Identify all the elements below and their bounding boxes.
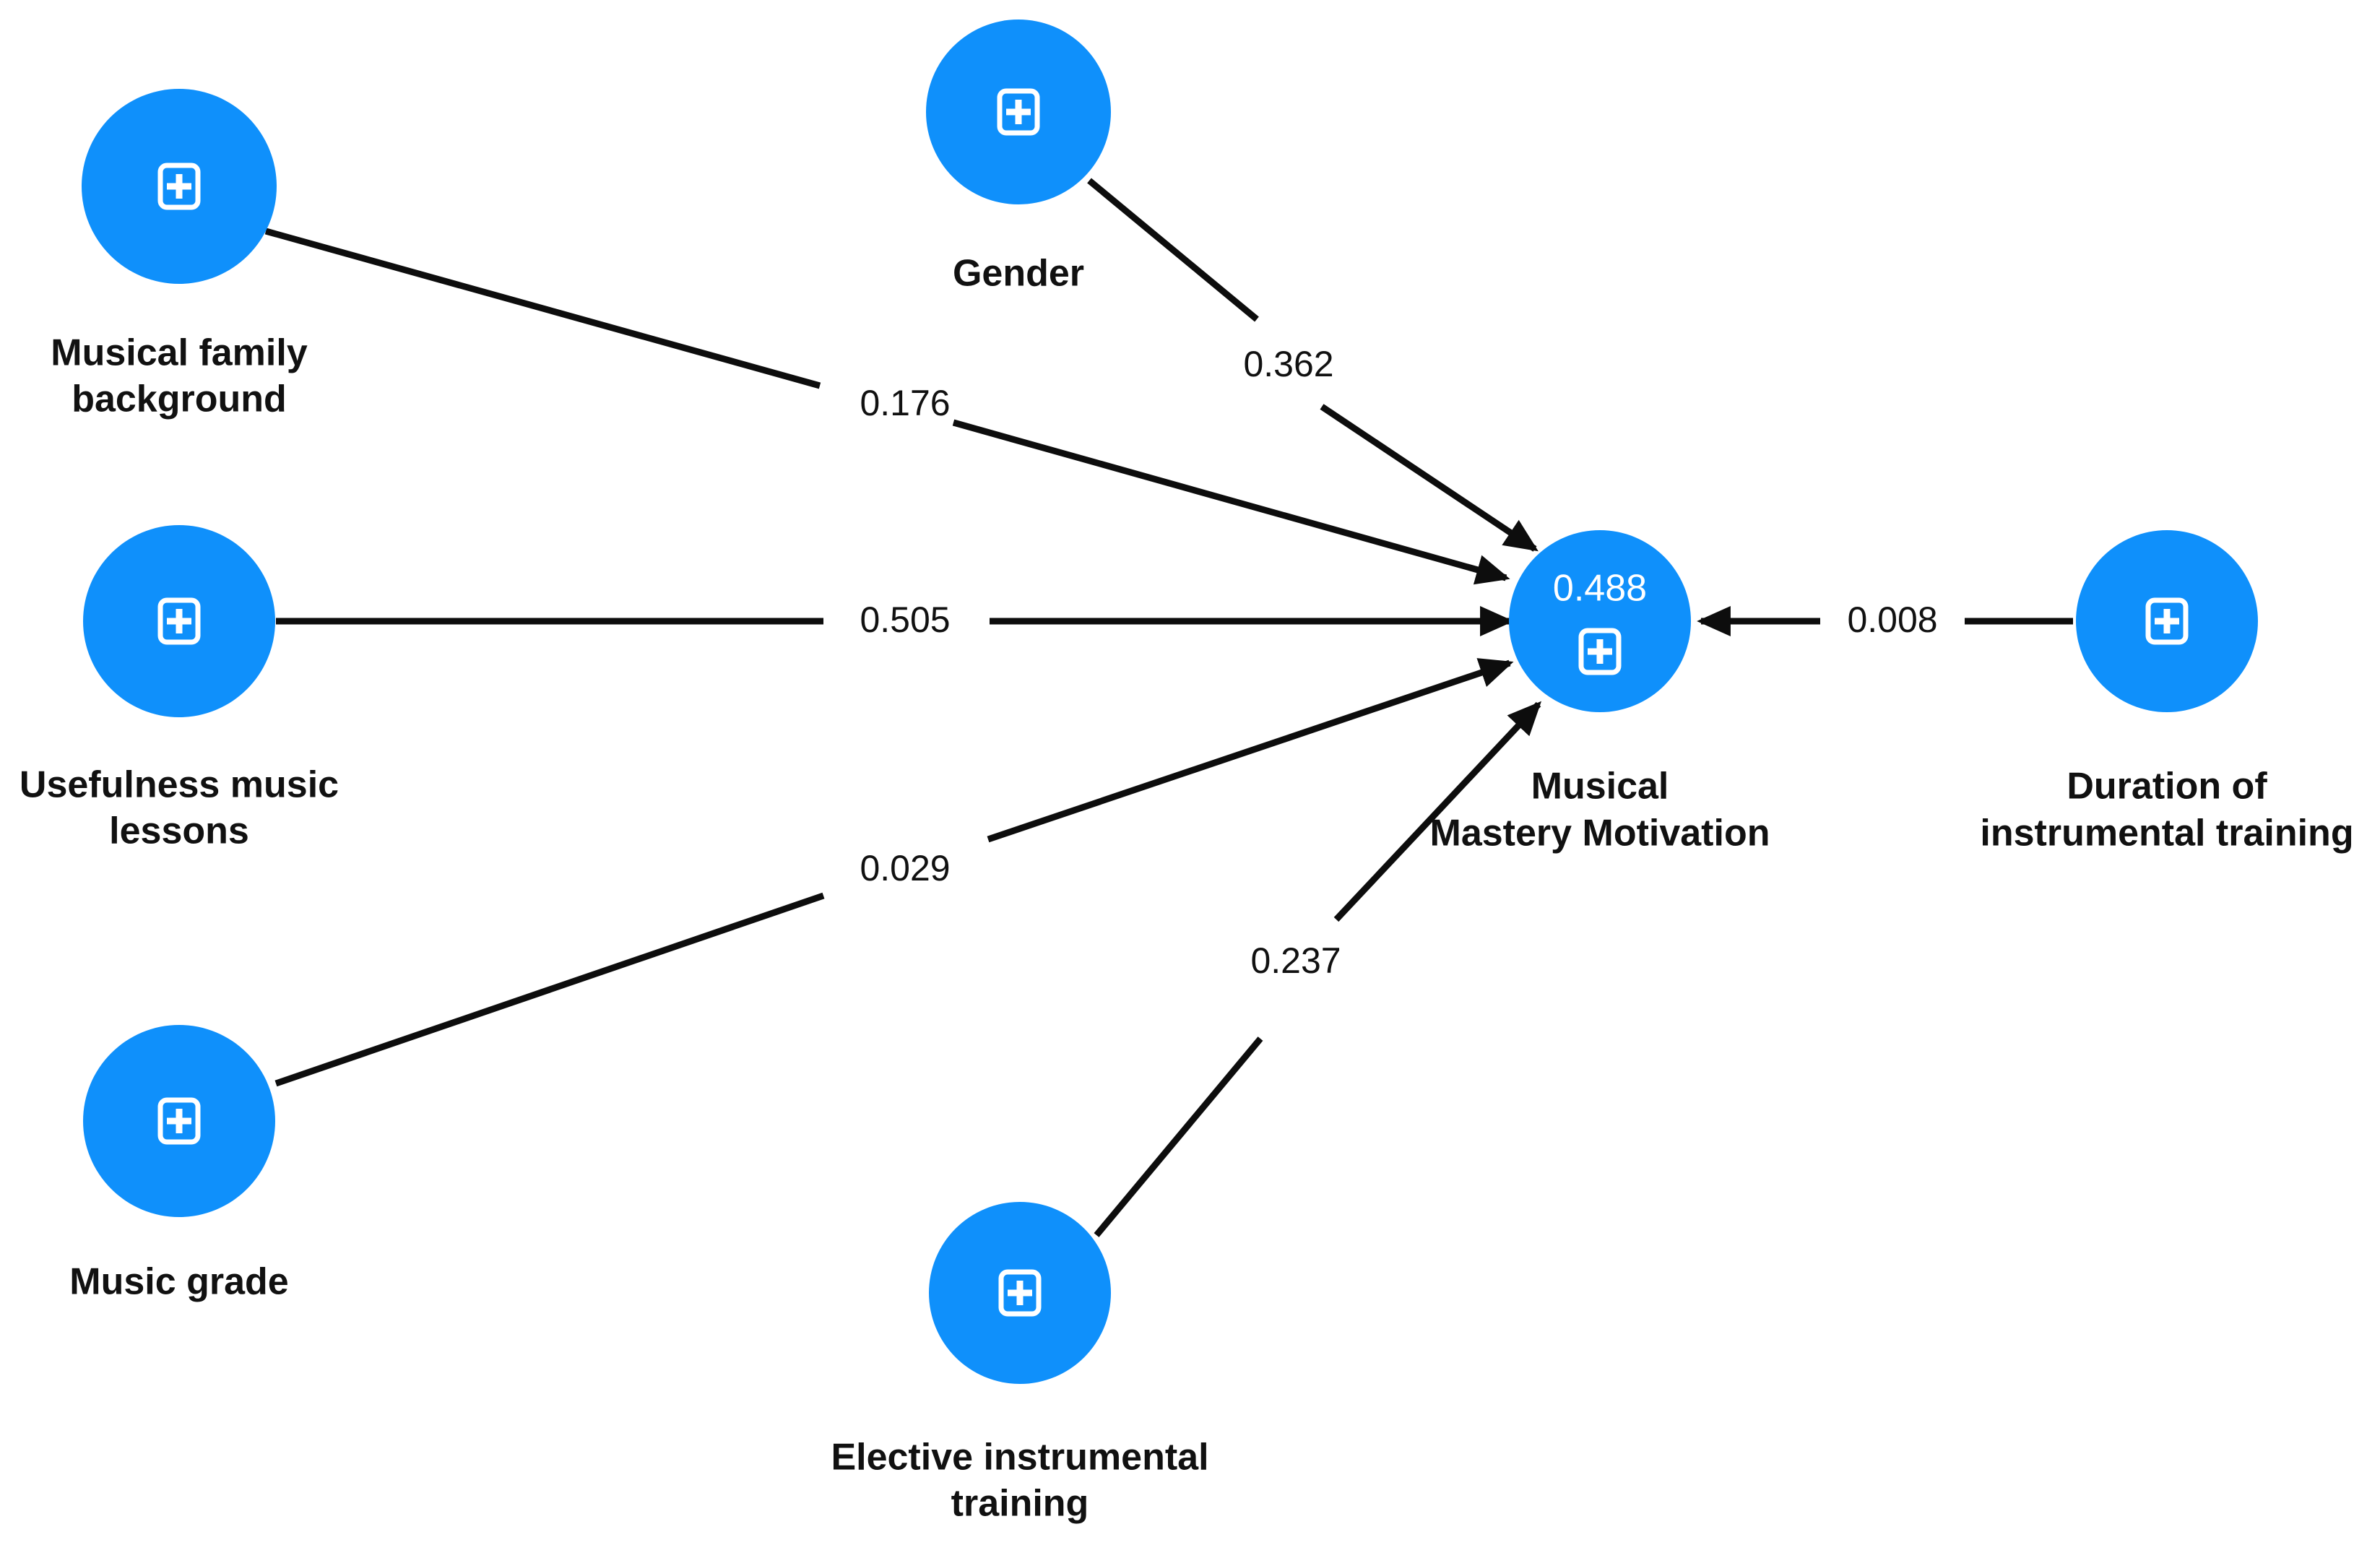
node-label-line-2: training — [951, 1483, 1089, 1525]
plus-square-icon[interactable] — [157, 163, 201, 210]
path-edge[interactable] — [1094, 701, 1542, 1237]
plus-square-outline — [997, 88, 1040, 136]
path-coefficient-label: 0.176 — [860, 383, 950, 423]
plus-square-icon[interactable] — [997, 88, 1040, 136]
plus-square-icon[interactable] — [1578, 628, 1622, 675]
path-edge-segment — [1087, 178, 1259, 322]
node-label-line-1: Music grade — [69, 1261, 288, 1303]
plus-square-icon[interactable] — [2145, 597, 2189, 645]
node-label-line-2: instrumental training — [1980, 813, 2353, 854]
model-node-musical-mastery-motivation[interactable]: 0.488 — [1509, 530, 1691, 712]
model-node-musical-family-background[interactable] — [82, 89, 277, 284]
path-coefficient-label: 0.237 — [1250, 940, 1341, 981]
path-edge-segment — [264, 228, 821, 389]
plus-square-outline — [157, 1097, 201, 1145]
path-edge-arrow-segment — [1333, 701, 1542, 922]
plus-square-outline — [157, 163, 201, 210]
model-node-music-grade[interactable] — [83, 1025, 275, 1217]
model-node-elective-instrumental-training[interactable] — [929, 1202, 1111, 1384]
path-edge-segment — [1094, 1037, 1263, 1237]
node-label-line-2: background — [72, 378, 287, 420]
node-label-line-1: Duration of — [2067, 766, 2267, 808]
path-edge[interactable] — [274, 658, 1514, 1087]
path-edge[interactable] — [1087, 178, 1539, 552]
node-r-squared-value: 0.488 — [1553, 568, 1647, 610]
edges-layer — [264, 178, 2073, 1237]
nodes-layer: 0.488 — [82, 20, 2258, 1384]
node-circle[interactable] — [1509, 530, 1691, 712]
node-label-line-2: Mastery Motivation — [1430, 813, 1770, 854]
plus-square-icon[interactable] — [157, 1097, 201, 1145]
plus-square-outline — [998, 1269, 1042, 1317]
path-edge[interactable] — [264, 228, 1510, 585]
path-edge-arrow-segment — [987, 658, 1514, 843]
node-label-line-1: Usefulness music — [20, 764, 339, 806]
path-edge-arrow-segment — [952, 419, 1510, 585]
model-node-gender[interactable] — [926, 20, 1111, 204]
plus-square-icon[interactable] — [157, 597, 201, 645]
model-node-usefulness-music-lessons[interactable] — [83, 525, 275, 717]
plus-square-icon[interactable] — [998, 1269, 1042, 1317]
path-coefficient-label: 0.008 — [1847, 600, 1937, 640]
node-label-line-1: Gender — [953, 253, 1084, 295]
node-label-line-1: Musical — [1531, 766, 1669, 808]
model-node-duration-of-instrumental-training[interactable] — [2076, 530, 2258, 712]
plus-square-outline — [1578, 628, 1622, 675]
node-label-line-2: lessons — [109, 810, 249, 852]
path-coefficient-label: 0.029 — [860, 848, 950, 888]
path-edge-segment — [274, 892, 825, 1087]
path-edge-arrow-segment — [1320, 404, 1539, 552]
plus-square-outline — [157, 597, 201, 645]
node-label-line-1: Elective instrumental — [831, 1437, 1208, 1479]
plus-square-outline — [2145, 597, 2189, 645]
node-label-line-1: Musical family — [51, 332, 308, 374]
path-coefficient-label: 0.505 — [860, 600, 950, 640]
path-coefficient-label: 0.362 — [1243, 344, 1333, 384]
coefficient-labels-layer: 0.176 0.362 0.505 0.029 0.237 0.008 Musical fa… — [20, 253, 2354, 1525]
